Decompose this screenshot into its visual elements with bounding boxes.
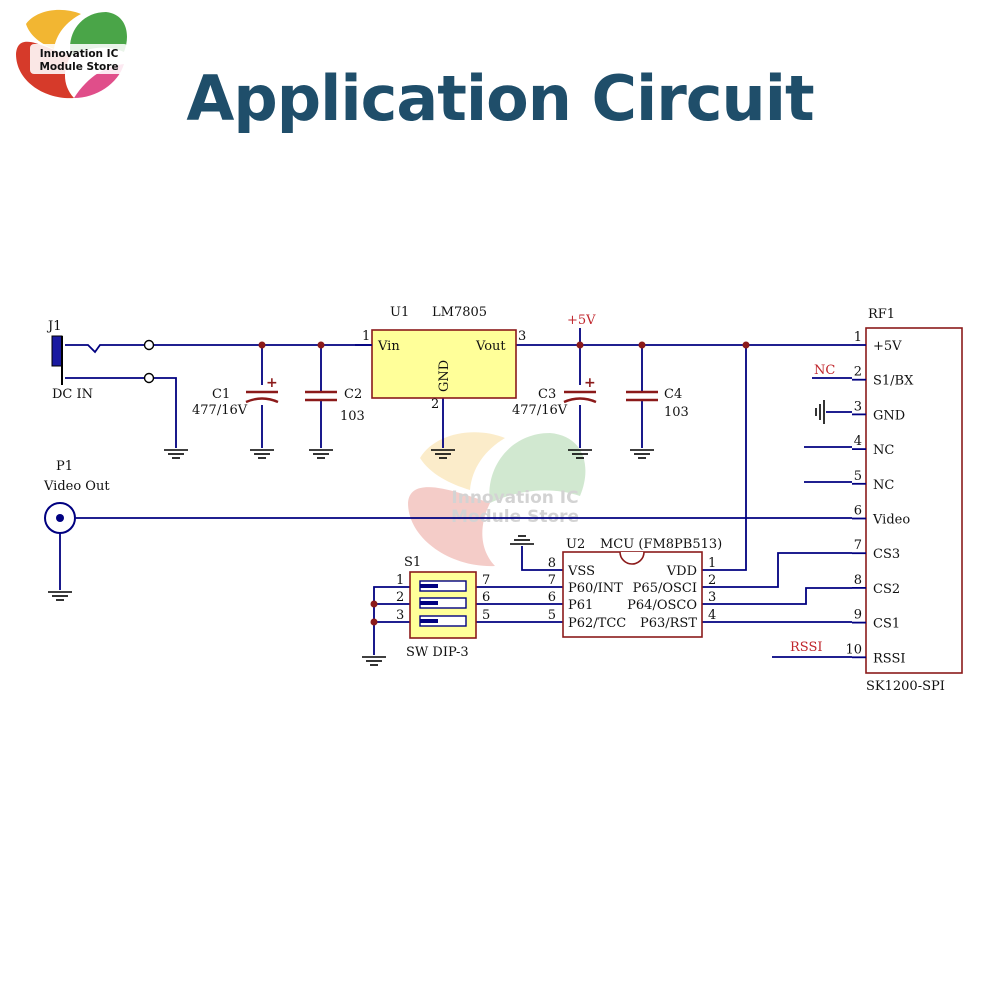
u2-label: U2	[566, 537, 585, 552]
u2-left-pin-number: 7	[548, 573, 556, 588]
rf1-pin-name: Video	[872, 513, 910, 528]
rf1-pin-name: RSSI	[873, 651, 906, 666]
u1-pin2: 2	[431, 397, 439, 412]
dc-in-label: DC IN	[52, 387, 93, 402]
c4-label: C4	[664, 387, 682, 402]
rf1-pin-number: 1	[854, 330, 862, 345]
capacitors	[245, 390, 658, 404]
video-connector-p1	[44, 502, 76, 534]
rf1-pin-name: S1/BX	[873, 374, 914, 389]
rf1-pin-name: CS2	[873, 582, 900, 597]
c1-plus: +	[266, 375, 278, 391]
rf1-pin-number: 6	[854, 504, 862, 519]
rf1-pin-number: 4	[854, 434, 862, 449]
u1-part: LM7805	[432, 305, 487, 320]
u2-right-pin-number: 4	[708, 608, 716, 623]
u2-right-pin-name: P63/RST	[640, 616, 697, 631]
rf1-pin-name: CS1	[873, 617, 900, 632]
c4-value: 103	[664, 405, 689, 420]
s1-pin-numbers: 1 2 3 7 6 5	[396, 573, 490, 623]
u2-left-pin-name: VSS	[567, 564, 595, 579]
rf1-pin-number: 7	[854, 538, 862, 553]
u1-vin: Vin	[377, 339, 400, 354]
u2-left-pin-name: P62/TCC	[568, 616, 626, 631]
rf1-pin-name: NC	[873, 443, 894, 458]
rf1-pin-name: +5V	[873, 339, 902, 354]
watermark: Innovation IC Module Store	[408, 432, 586, 567]
u2-left-pin-number: 8	[548, 556, 556, 571]
store-logo: Innovation IC Module Store	[16, 9, 128, 99]
dc-jack-j1	[51, 335, 155, 385]
rf1-pin-name: CS3	[873, 547, 900, 562]
c1-label: C1	[212, 387, 230, 402]
rssi-net-label: RSSI	[790, 640, 823, 655]
rf1-pin-name: NC	[873, 478, 894, 493]
video-out-label: Video Out	[43, 479, 110, 494]
rf1-pin-number: 3	[854, 399, 862, 414]
rf1-part: SK1200-SPI	[866, 679, 945, 694]
rf1-pin-name: GND	[873, 408, 905, 423]
rf1-pin-number: 5	[854, 469, 862, 484]
dip-switch-s1	[409, 571, 477, 639]
u1-gnd: GND	[437, 360, 452, 392]
s1-left-pin-number: 3	[396, 608, 404, 623]
mcu-u2	[562, 551, 703, 638]
s1-right-pin-number: 5	[482, 608, 490, 623]
s1-right-pin-number: 7	[482, 573, 490, 588]
rf1-pin-number: 10	[845, 642, 862, 657]
u2-right-pin-name: P64/OSCO	[627, 598, 697, 613]
u2-right-pin-name: VDD	[666, 564, 697, 579]
u1-pin1: 1	[362, 329, 370, 344]
page-title: Application Circuit	[186, 62, 814, 135]
rf1-pin-number: 2	[854, 365, 862, 380]
c1-value: 477/16V	[192, 403, 248, 418]
u1-regulator-body	[371, 329, 517, 399]
junctions	[258, 341, 750, 626]
u2-left-pin-name: P60/INT	[568, 581, 623, 596]
logo-text-line2: Module Store	[39, 61, 118, 73]
c2-value: 103	[340, 409, 365, 424]
nc-net-label: NC	[814, 363, 835, 378]
plus5v-label: +5V	[567, 313, 596, 328]
p1-label: P1	[56, 459, 73, 474]
rf1-pins: 1+5V2S1/BX3GND4NC5NC6Video7CS38CS29CS110…	[845, 330, 914, 666]
s1-left-pin-number: 2	[396, 590, 404, 605]
u1-pin3: 3	[518, 329, 526, 344]
u2-right-pin-number: 2	[708, 573, 716, 588]
rf1-pin-number: 9	[854, 608, 862, 623]
s1-label: S1	[404, 555, 421, 570]
s1-right-pin-number: 6	[482, 590, 490, 605]
watermark-line2: Module Store	[451, 507, 579, 527]
u2-right-pin-name: P65/OSCI	[633, 581, 697, 596]
u1-vout: Vout	[475, 339, 506, 354]
c3-plus: +	[584, 375, 596, 391]
c3-value: 477/16V	[512, 403, 568, 418]
u2-part: MCU (FM8PB513)	[600, 537, 722, 552]
logo-text-line1: Innovation IC	[40, 48, 119, 60]
u2-left-pin-number: 5	[548, 608, 556, 623]
u2-left-pin-name: P61	[568, 598, 593, 613]
c3-label: C3	[538, 387, 556, 402]
u2-right-pin-number: 1	[708, 556, 716, 571]
rf1-module-body	[865, 327, 963, 674]
s1-left-pin-number: 1	[396, 573, 404, 588]
c2-label: C2	[344, 387, 362, 402]
rf1-label: RF1	[868, 307, 895, 322]
watermark-line1: Innovation IC	[451, 488, 578, 508]
rf1-pin-number: 8	[854, 573, 862, 588]
s1-part: SW DIP-3	[406, 645, 469, 660]
u2-left-pin-number: 6	[548, 590, 556, 605]
u2-right-pin-number: 3	[708, 590, 716, 605]
j1-label: J1	[46, 319, 61, 334]
u1-label: U1	[390, 305, 409, 320]
